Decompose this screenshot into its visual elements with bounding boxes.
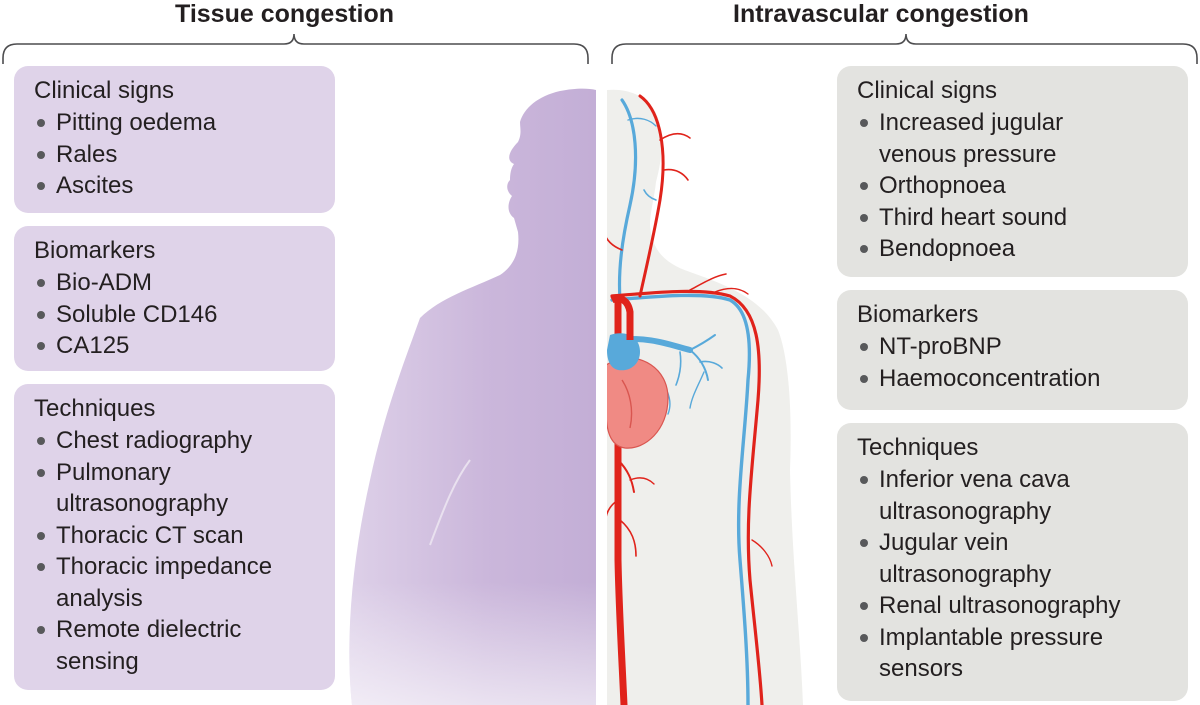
human-silhouette-profile-icon (349, 88, 596, 705)
group-title: Biomarkers (34, 237, 156, 264)
intravascular-techniques-box: Techniques Inferior vena cava ultrasonog… (837, 423, 1188, 701)
list-item: Increased jugular venous pressure (857, 107, 1119, 170)
list-item: Pitting oedema (34, 107, 319, 139)
list-item: Renal ultrasonography (857, 590, 1172, 622)
group-title: Techniques (857, 434, 979, 461)
group-title: Biomarkers (857, 301, 979, 328)
list-item: Pulmonary ultrasonography (34, 457, 256, 520)
circulatory-system-illustration-icon (603, 89, 803, 705)
tissue-biomarkers-box: Biomarkers Bio-ADM Soluble CD146 CA125 (14, 226, 335, 371)
list-item: Inferior vena cava ultrasonography (857, 464, 1119, 527)
group-title: Clinical signs (857, 77, 998, 104)
list-item: Third heart sound (857, 202, 1172, 234)
list-item: NT-proBNP (857, 331, 1172, 363)
list-item: Rales (34, 139, 319, 171)
list-item: Implantable pressure sensors (857, 622, 1169, 685)
tissue-techniques-box: Techniques Chest radiography Pulmonary u… (14, 384, 335, 690)
list-item: Remote dielectric sensing (34, 614, 306, 677)
list-item: Thoracic impedance analysis (34, 551, 324, 614)
list-item: Chest radiography (34, 425, 324, 457)
group-title: Clinical signs (34, 77, 175, 104)
list-item: Haemoconcentration (857, 363, 1172, 395)
tissue-clinical-signs-box: Clinical signs Pitting oedema Rales Asci… (14, 66, 335, 213)
list-item: CA125 (34, 330, 319, 362)
list-item: Jugular vein ultrasonography (857, 527, 1119, 590)
tissue-congestion-heading: Tissue congestion (175, 0, 395, 28)
list-item: Orthopnoea (857, 170, 1172, 202)
intravascular-congestion-heading: Intravascular congestion (733, 0, 1029, 28)
intravascular-biomarkers-box: Biomarkers NT-proBNP Haemoconcentration (837, 290, 1188, 410)
group-title: Techniques (34, 395, 156, 422)
list-item: Soluble CD146 (34, 299, 319, 331)
tissue-bracket (2, 33, 589, 64)
intravascular-bracket (611, 33, 1198, 64)
list-item: Bendopnoea (857, 233, 1172, 265)
list-item: Bio-ADM (34, 267, 319, 299)
intravascular-clinical-signs-box: Clinical signs Increased jugular venous … (837, 66, 1188, 277)
list-item: Ascites (34, 170, 319, 202)
list-item: Thoracic CT scan (34, 520, 324, 552)
heart-icon (605, 295, 669, 449)
